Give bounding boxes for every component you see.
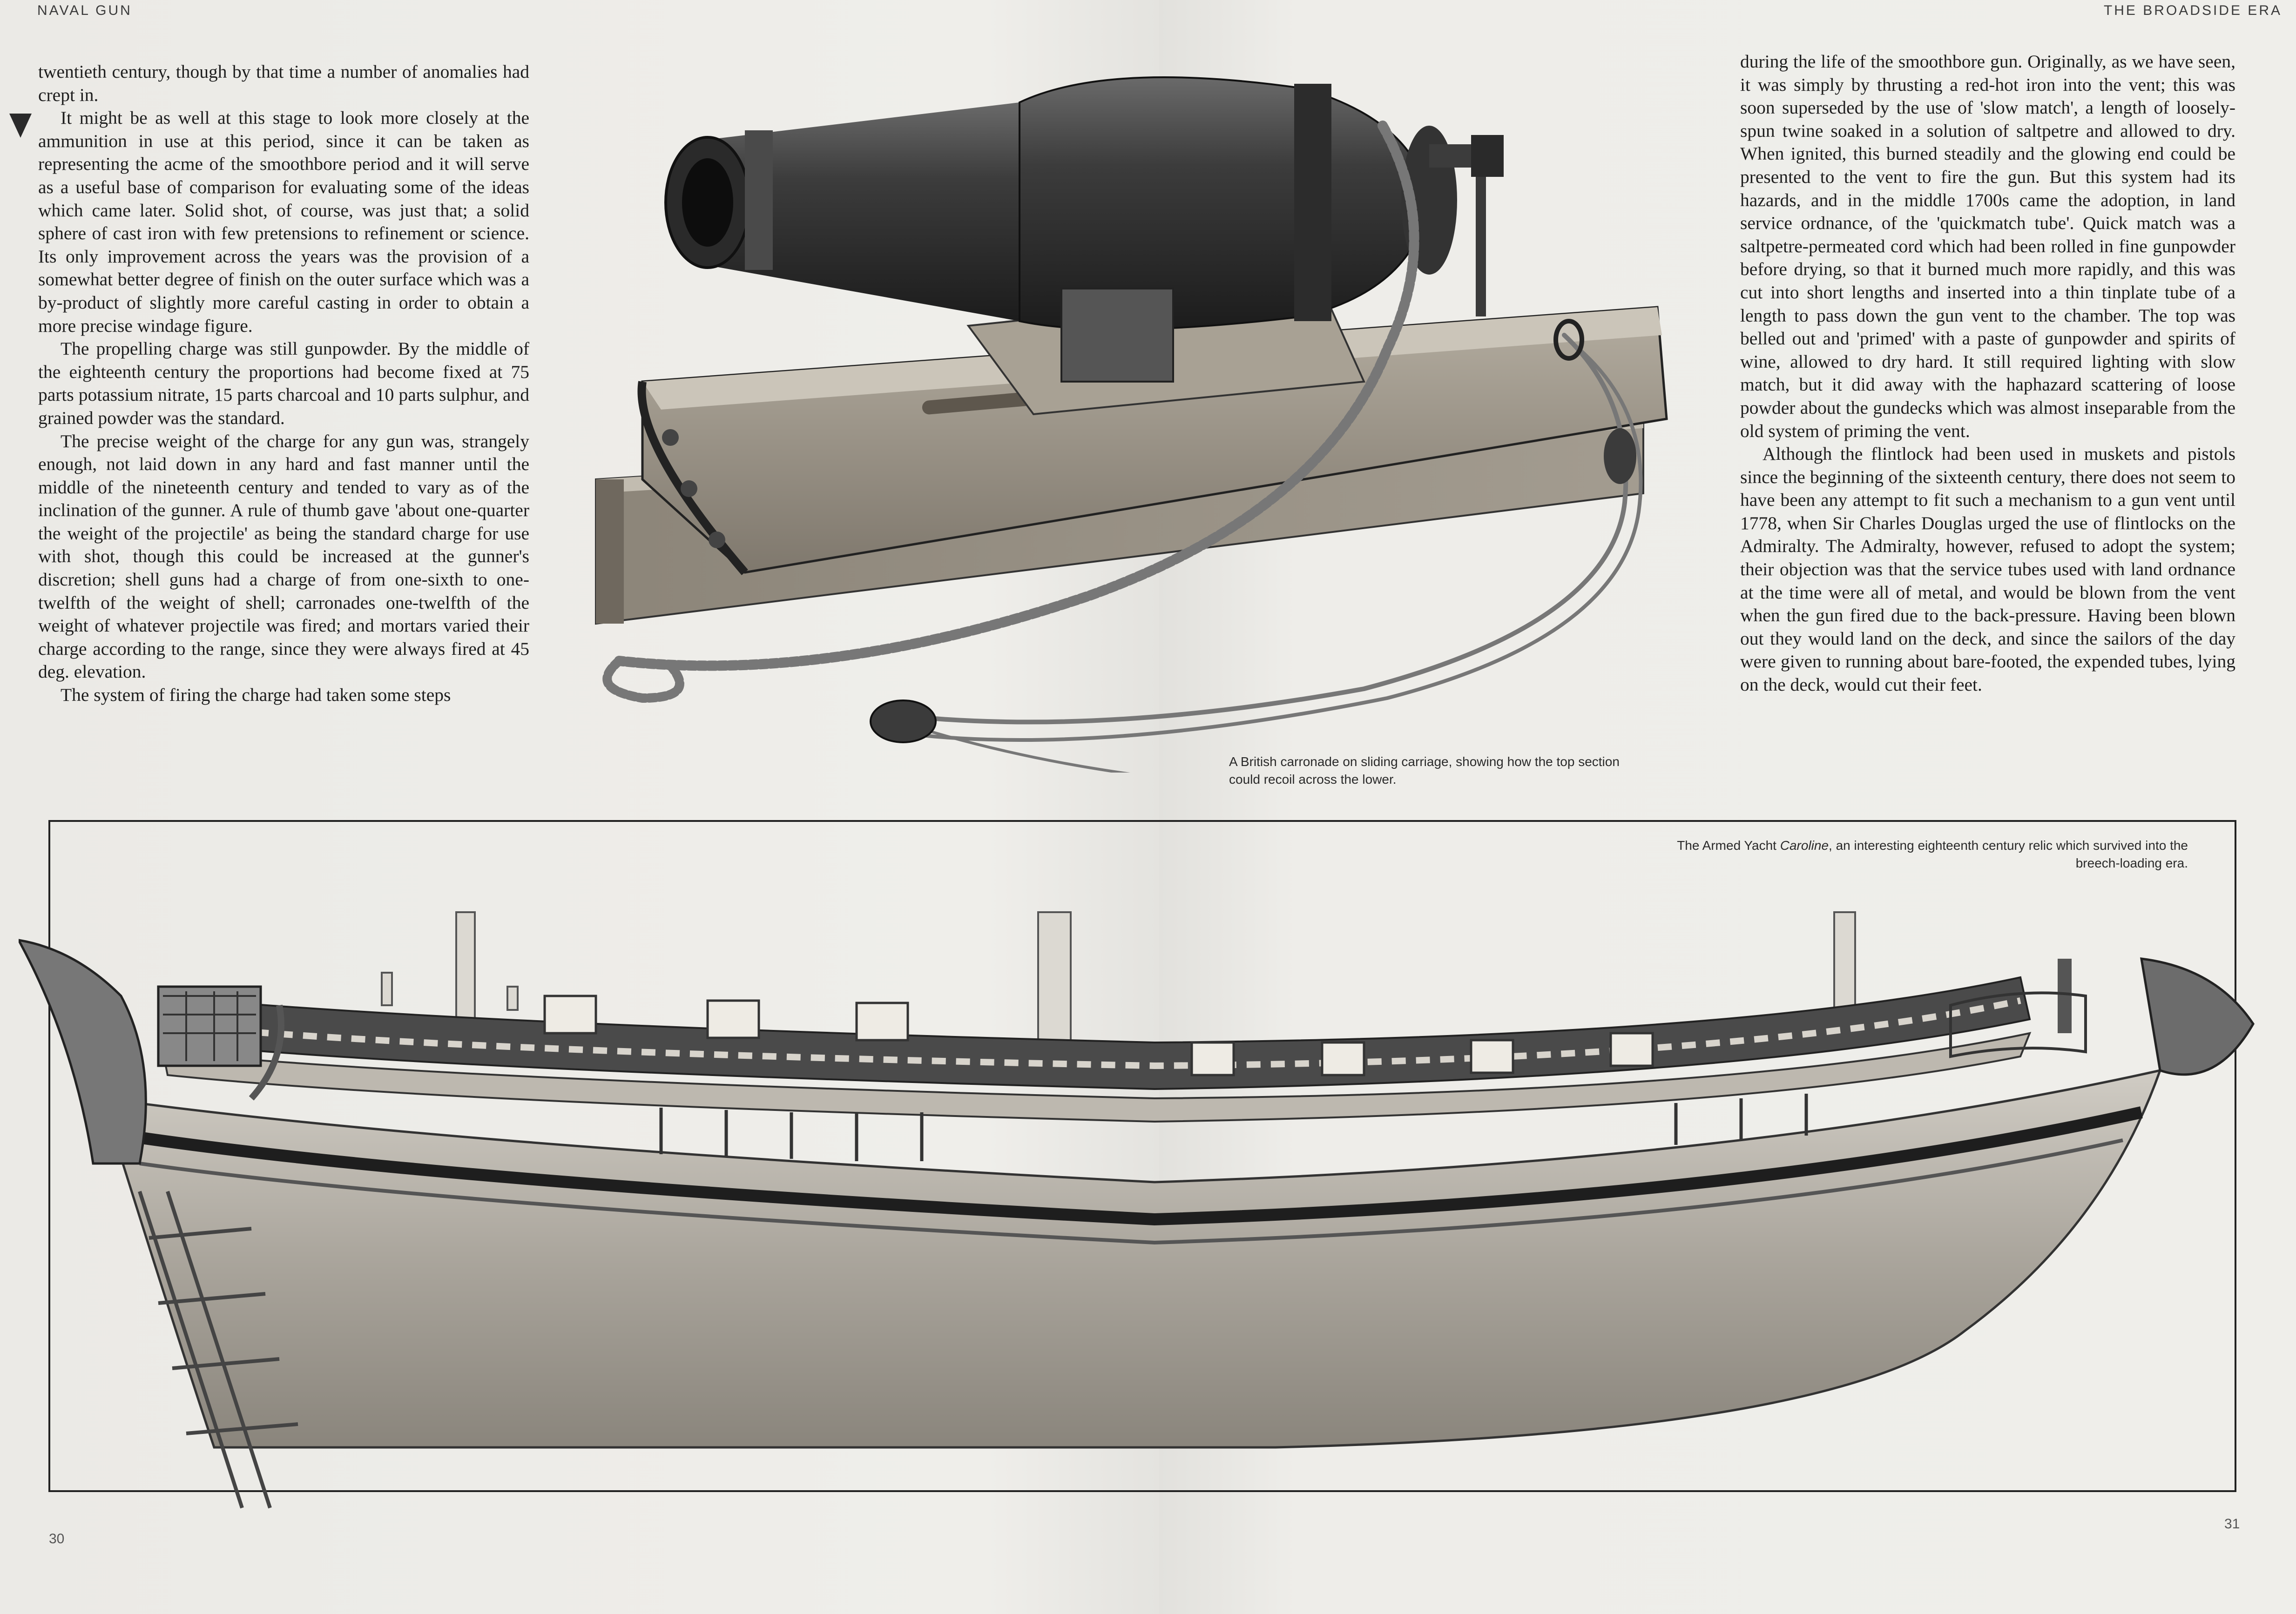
tackle-block-icon: [870, 319, 1636, 743]
carronade-illustration: [595, 76, 1668, 773]
ornate-stern: [19, 939, 284, 1165]
paragraph: The system of firing the charge had take…: [61, 685, 451, 706]
caption-text: The Armed Yacht: [1677, 838, 1780, 853]
carronade-caption: A British carronade on sliding carriage,…: [1229, 754, 1620, 787]
right-text-column: during the life of the smoothbore gun. O…: [1740, 50, 2235, 697]
paragraph: during the life of the smoothbore gun. O…: [1740, 51, 2235, 441]
deck-rails: [659, 1094, 1808, 1161]
running-head-left: NAVAL GUN: [37, 3, 132, 18]
ship-name: Caroline: [1780, 838, 1829, 853]
paragraph: It might be as well at this stage to loo…: [38, 108, 529, 336]
stern-ladder: [138, 1190, 298, 1509]
carronade-barrel: [664, 76, 1504, 383]
triangle-marker-icon: [9, 114, 32, 138]
running-head-right: THE BROADSIDE ERA: [2103, 3, 2282, 18]
carved-frieze: [157, 976, 2032, 1123]
bow-figurehead: [1949, 957, 2255, 1076]
paragraph: Although the flintlock had been used in …: [1740, 444, 2235, 695]
paragraph: The propelling charge was still gunpowde…: [38, 338, 529, 428]
caption-text: , an interesting eighteenth century reli…: [1829, 838, 2188, 870]
yacht-illustration-frame: [48, 820, 2236, 1492]
yacht-caption: The Armed Yacht Caroline, an interesting…: [1676, 837, 2188, 872]
gun-ports: [543, 995, 1654, 1076]
yacht-hull: [101, 1069, 2162, 1449]
page-number-left: 30: [49, 1531, 65, 1547]
paragraph: twentieth century, though by that time a…: [38, 61, 529, 105]
armed-yacht-illustration: [19, 911, 2255, 1509]
page-number-right: 31: [2224, 1516, 2240, 1532]
left-text-column: twentieth century, though by that time a…: [38, 61, 529, 707]
paragraph: The precise weight of the charge for any…: [38, 430, 529, 682]
